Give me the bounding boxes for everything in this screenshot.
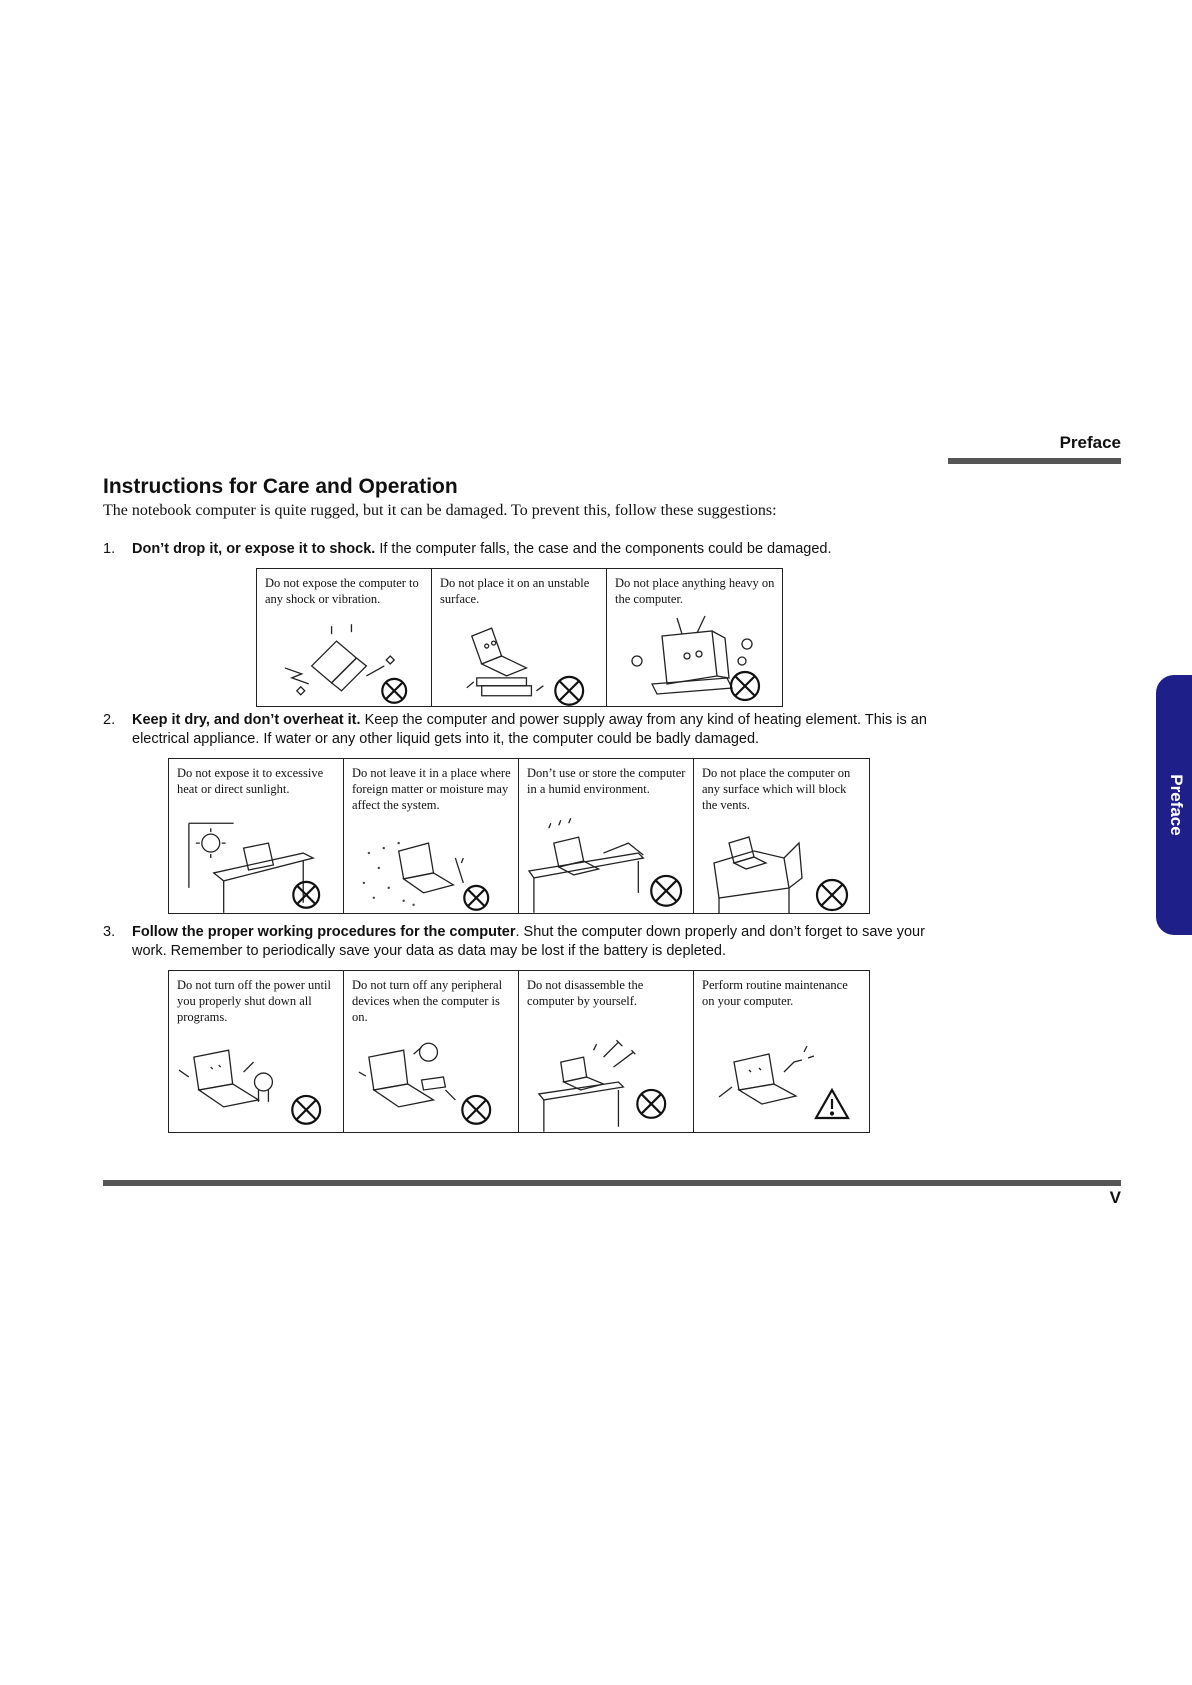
prohibited-icon (461, 1094, 492, 1125)
laptop-illustration (631, 615, 761, 702)
laptop-illustration (362, 841, 490, 911)
prohibited-icon (554, 675, 585, 706)
cell-caption: Don’t use or store the computer in a hum… (527, 766, 686, 796)
laptop-illustration (358, 1042, 492, 1125)
illustration-cell: Do not turn off any peripheral devices w… (344, 971, 519, 1132)
page-number: V (1109, 1188, 1121, 1207)
item-number: 2. (103, 712, 116, 728)
cell-caption: Perform routine maintenance on your comp… (702, 978, 848, 1008)
laptop-illustration (188, 822, 321, 913)
illustration-grid-2: Do not expose it to excessive heat or di… (168, 758, 870, 914)
prohibited-icon (463, 884, 490, 911)
prohibited-icon (636, 1088, 667, 1119)
item-text: Keep the computer and power supply away … (132, 712, 927, 747)
prohibited-icon (815, 878, 849, 912)
list-item-1: 1. Don’t drop it, or expose it to shock.… (103, 540, 933, 559)
cell-caption: Do not turn off the power until you prop… (177, 978, 331, 1024)
laptop-illustration (713, 836, 849, 913)
item-number: 1. (103, 541, 116, 557)
cell-caption: Do not expose it to excessive heat or di… (177, 766, 324, 796)
prohibited-icon (292, 880, 321, 909)
laptop-illustration (466, 627, 585, 706)
item-lead: Keep it dry, and don’t overheat it. (132, 712, 361, 728)
page-title: Instructions for Care and Operation (103, 475, 458, 498)
cell-caption: Do not place anything heavy on the compu… (615, 576, 775, 606)
laptop-illustration (178, 1049, 322, 1125)
laptop-illustration (537, 1039, 667, 1132)
prohibited-icon (729, 670, 761, 702)
header-rule (948, 458, 1121, 464)
illustration-cell: Do not place it on an unstable surface. (432, 569, 607, 706)
cell-caption: Do not place it on an unstable surface. (440, 576, 590, 606)
cell-caption: Do not disassemble the computer by yours… (527, 978, 644, 1008)
item-text: . Shut the computer down properly and do… (132, 924, 925, 959)
cell-caption: Do not expose the computer to any shock … (265, 576, 419, 606)
cell-caption: Do not place the computer on any surface… (702, 766, 851, 812)
item-lead: Follow the proper working procedures for… (132, 924, 516, 940)
laptop-illustration (718, 1045, 850, 1120)
warning-icon (814, 1087, 850, 1120)
illustration-cell: Do not expose the computer to any shock … (257, 569, 432, 706)
cell-caption: Do not turn off any peripheral devices w… (352, 978, 503, 1024)
item-text: If the computer falls, the case and the … (375, 541, 832, 557)
prohibited-icon (381, 677, 408, 704)
illustration-grid-1: Do not expose the computer to any shock … (256, 568, 783, 707)
footer-rule (103, 1180, 1121, 1186)
list-item-2: 2. Keep it dry, and don’t overheat it. K… (103, 711, 933, 749)
illustration-cell: Do not turn off the power until you prop… (169, 971, 344, 1132)
illustration-cell: Do not leave it in a place where foreign… (344, 759, 519, 913)
illustration-cell: Don’t use or store the computer in a hum… (519, 759, 694, 913)
prohibited-icon (650, 874, 683, 907)
prohibited-icon (291, 1094, 322, 1125)
cell-caption: Do not leave it in a place where foreign… (352, 766, 511, 812)
item-lead: Don’t drop it, or expose it to shock. (132, 541, 376, 557)
side-tab: Preface (1156, 675, 1192, 935)
illustration-grid-3: Do not turn off the power until you prop… (168, 970, 870, 1133)
illustration-cell: Do not place the computer on any surface… (694, 759, 869, 913)
illustration-cell: Do not disassemble the computer by yours… (519, 971, 694, 1132)
intro-text: The notebook computer is quite rugged, b… (103, 502, 777, 519)
laptop-illustration (527, 818, 683, 913)
illustration-cell: Do not expose it to excessive heat or di… (169, 759, 344, 913)
illustration-cell: Do not place anything heavy on the compu… (607, 569, 782, 706)
section-header: Preface (1059, 433, 1121, 452)
item-number: 3. (103, 924, 116, 940)
list-item-3: 3. Follow the proper working procedures … (103, 923, 933, 961)
illustration-cell: Perform routine maintenance on your comp… (694, 971, 869, 1132)
side-tab-label: Preface (1167, 774, 1186, 836)
laptop-illustration (284, 624, 408, 704)
